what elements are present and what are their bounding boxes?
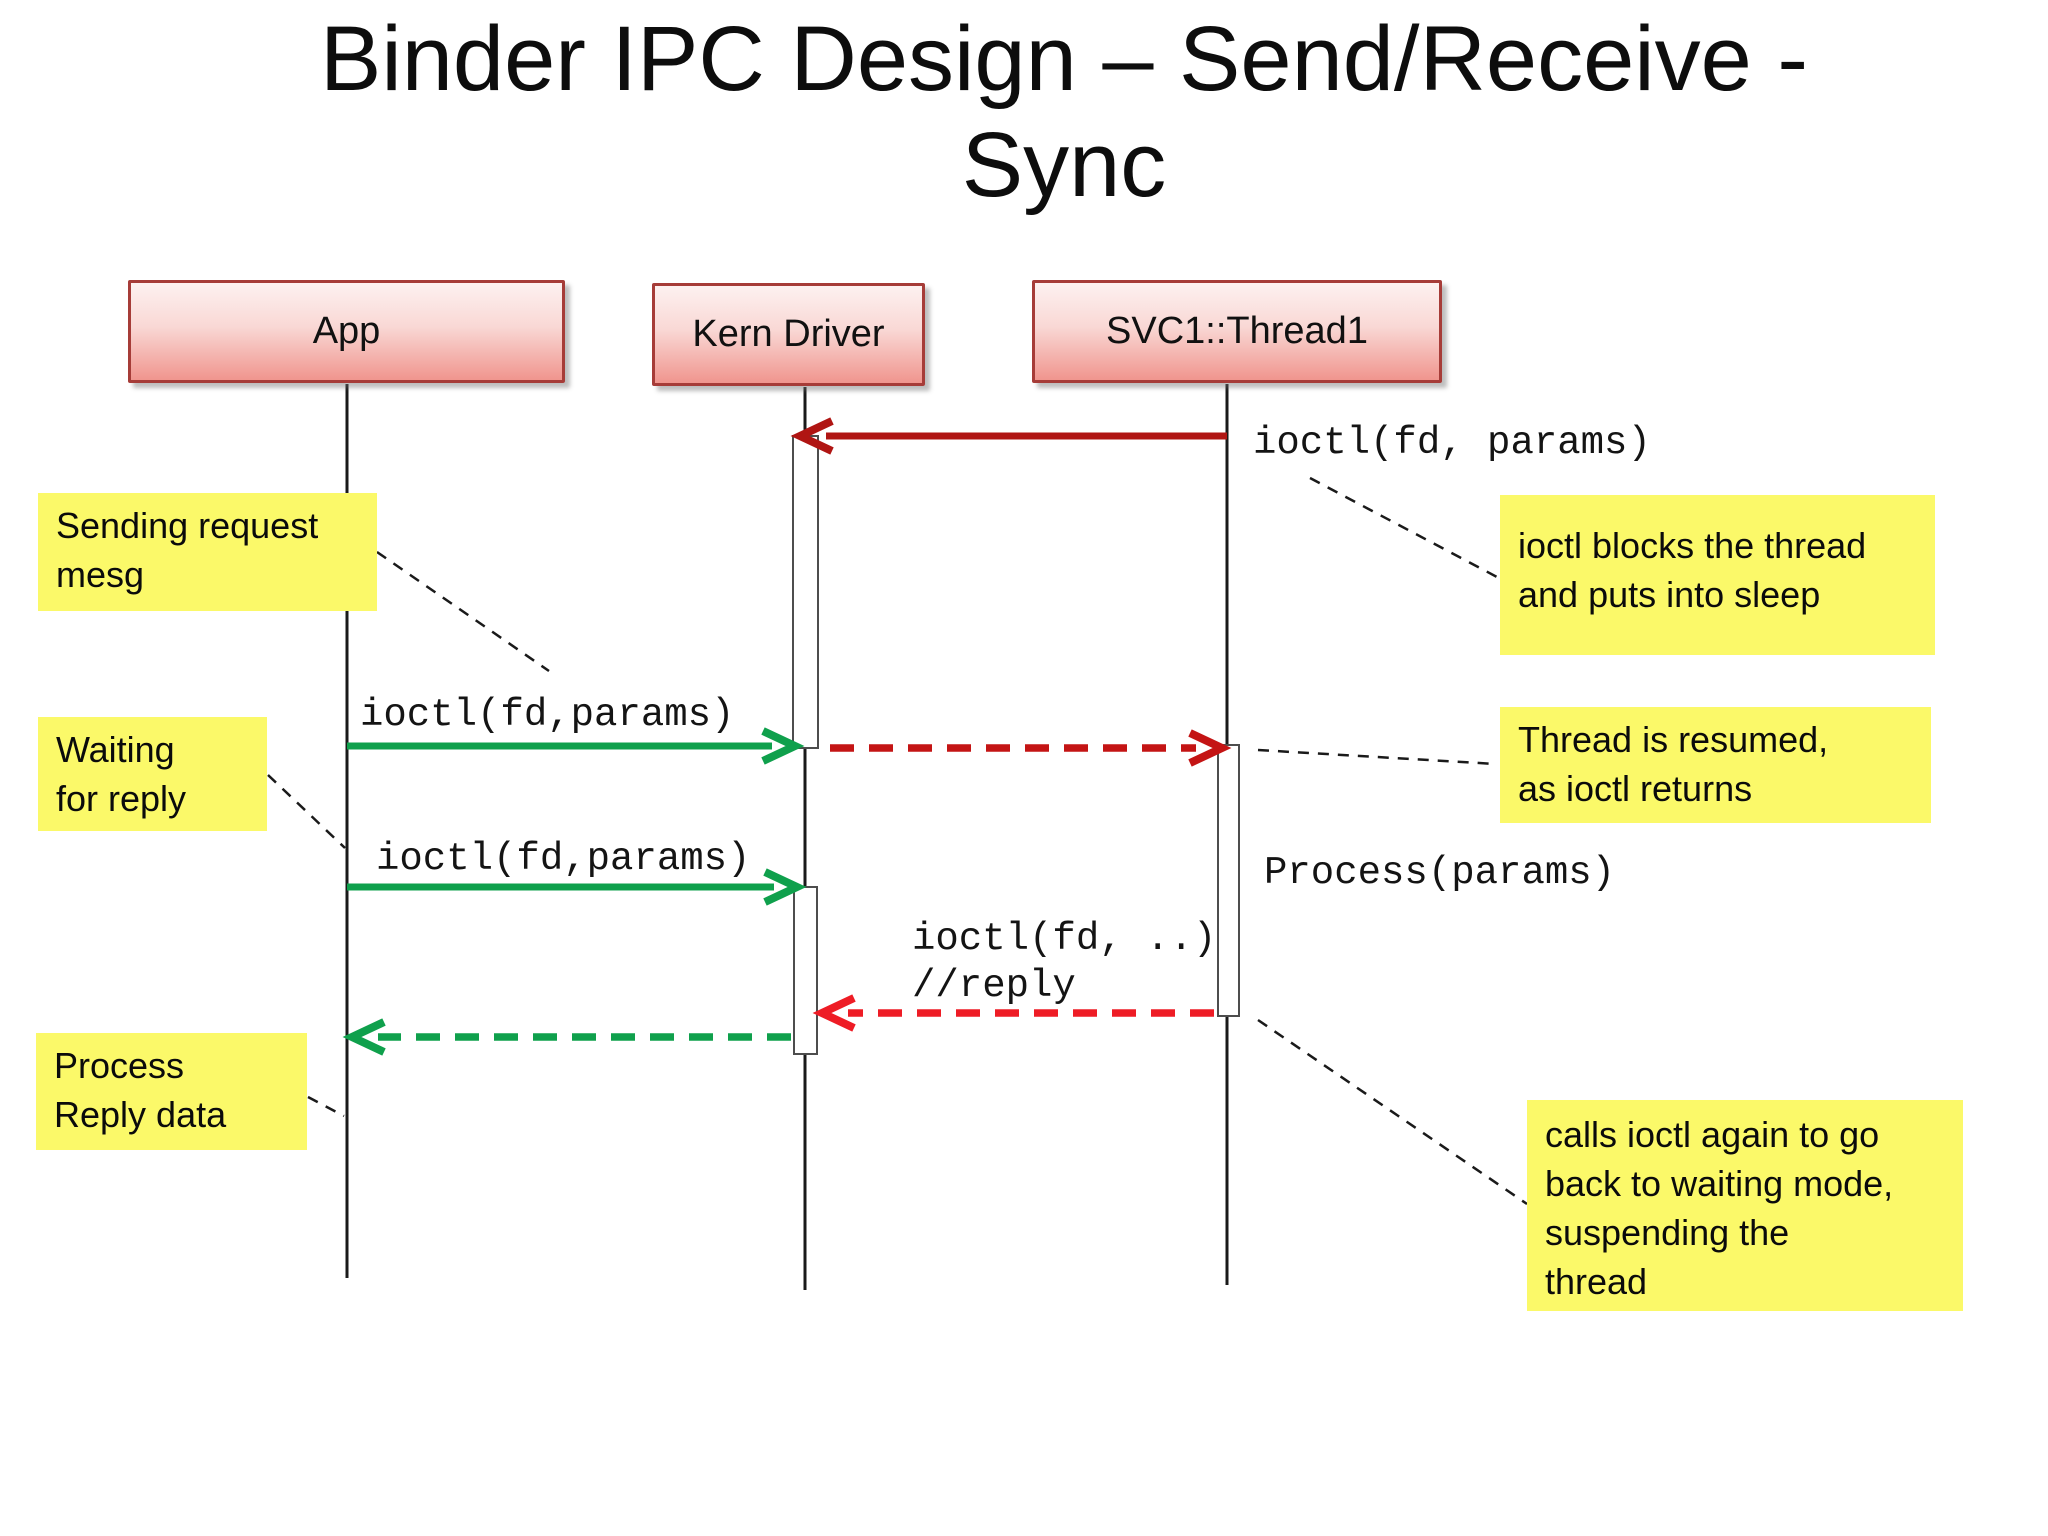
connector-sending-request-note bbox=[376, 550, 550, 673]
arrowhead-right bbox=[1188, 729, 1232, 767]
message-label-ioctl-reply: ioctl(fd, ..) //reply bbox=[912, 917, 1217, 1008]
note-thread-resumed: Thread is resumed, as ioctl returns bbox=[1500, 707, 1931, 823]
note-process-reply-data: Process Reply data bbox=[36, 1033, 307, 1150]
actor-kern-driver-label: Kern Driver bbox=[692, 313, 885, 355]
actor-svc1-thread1-label: SVC1::Thread1 bbox=[1106, 310, 1368, 352]
message-label-ioctl-app-1: ioctl(fd,params) bbox=[360, 693, 735, 737]
note-ioctl-blocks: ioctl blocks the thread and puts into sl… bbox=[1500, 495, 1935, 655]
note-calls-ioctl-again: calls ioctl again to go back to waiting … bbox=[1527, 1100, 1963, 1311]
message-arrow-ioctl-app-to-kern-2 bbox=[347, 868, 807, 906]
connector-calls-ioctl-again-note bbox=[1257, 1018, 1528, 1206]
arrowhead-left bbox=[790, 417, 834, 455]
connector-thread-resumed-note bbox=[1257, 748, 1497, 766]
activation-kern-driver-1 bbox=[792, 435, 819, 749]
arrowhead-left bbox=[342, 1018, 386, 1056]
connector-waiting-for-reply-note bbox=[267, 774, 346, 849]
note-waiting-for-reply: Waiting for reply bbox=[38, 717, 267, 831]
activation-svc1-thread1 bbox=[1217, 744, 1240, 1017]
connector-ioctl-blocks-note bbox=[1309, 476, 1498, 579]
connector-process-reply-note bbox=[307, 1095, 345, 1118]
arrowhead-right bbox=[763, 868, 807, 906]
message-arrow-ioctl-app-to-kern-1 bbox=[347, 727, 805, 765]
arrowhead-left bbox=[812, 994, 856, 1032]
message-label-ioctl-app-2: ioctl(fd,params) bbox=[376, 837, 751, 881]
message-arrow-reply-svc1-to-kern bbox=[812, 994, 1214, 1032]
arrowhead-right bbox=[761, 727, 805, 765]
actor-svc1-thread1: SVC1::Thread1 bbox=[1032, 280, 1442, 383]
message-arrow-reply-kern-to-app bbox=[342, 1018, 791, 1056]
message-arrow-resume-kern-to-svc1 bbox=[830, 729, 1232, 767]
actor-kern-driver: Kern Driver bbox=[652, 283, 925, 386]
message-arrow-ioctl-svc1-to-kern bbox=[790, 417, 1227, 455]
message-label-process-params: Process(params) bbox=[1264, 851, 1616, 895]
activation-kern-driver-2 bbox=[793, 886, 818, 1055]
note-sending-request: Sending request mesg bbox=[38, 493, 377, 611]
slide-title: Binder IPC Design – Send/Receive - Sync bbox=[319, 8, 1809, 216]
message-label-ioctl-svc1: ioctl(fd, params) bbox=[1253, 421, 1651, 465]
actor-app-label: App bbox=[312, 310, 381, 352]
actor-app: App bbox=[128, 280, 565, 383]
